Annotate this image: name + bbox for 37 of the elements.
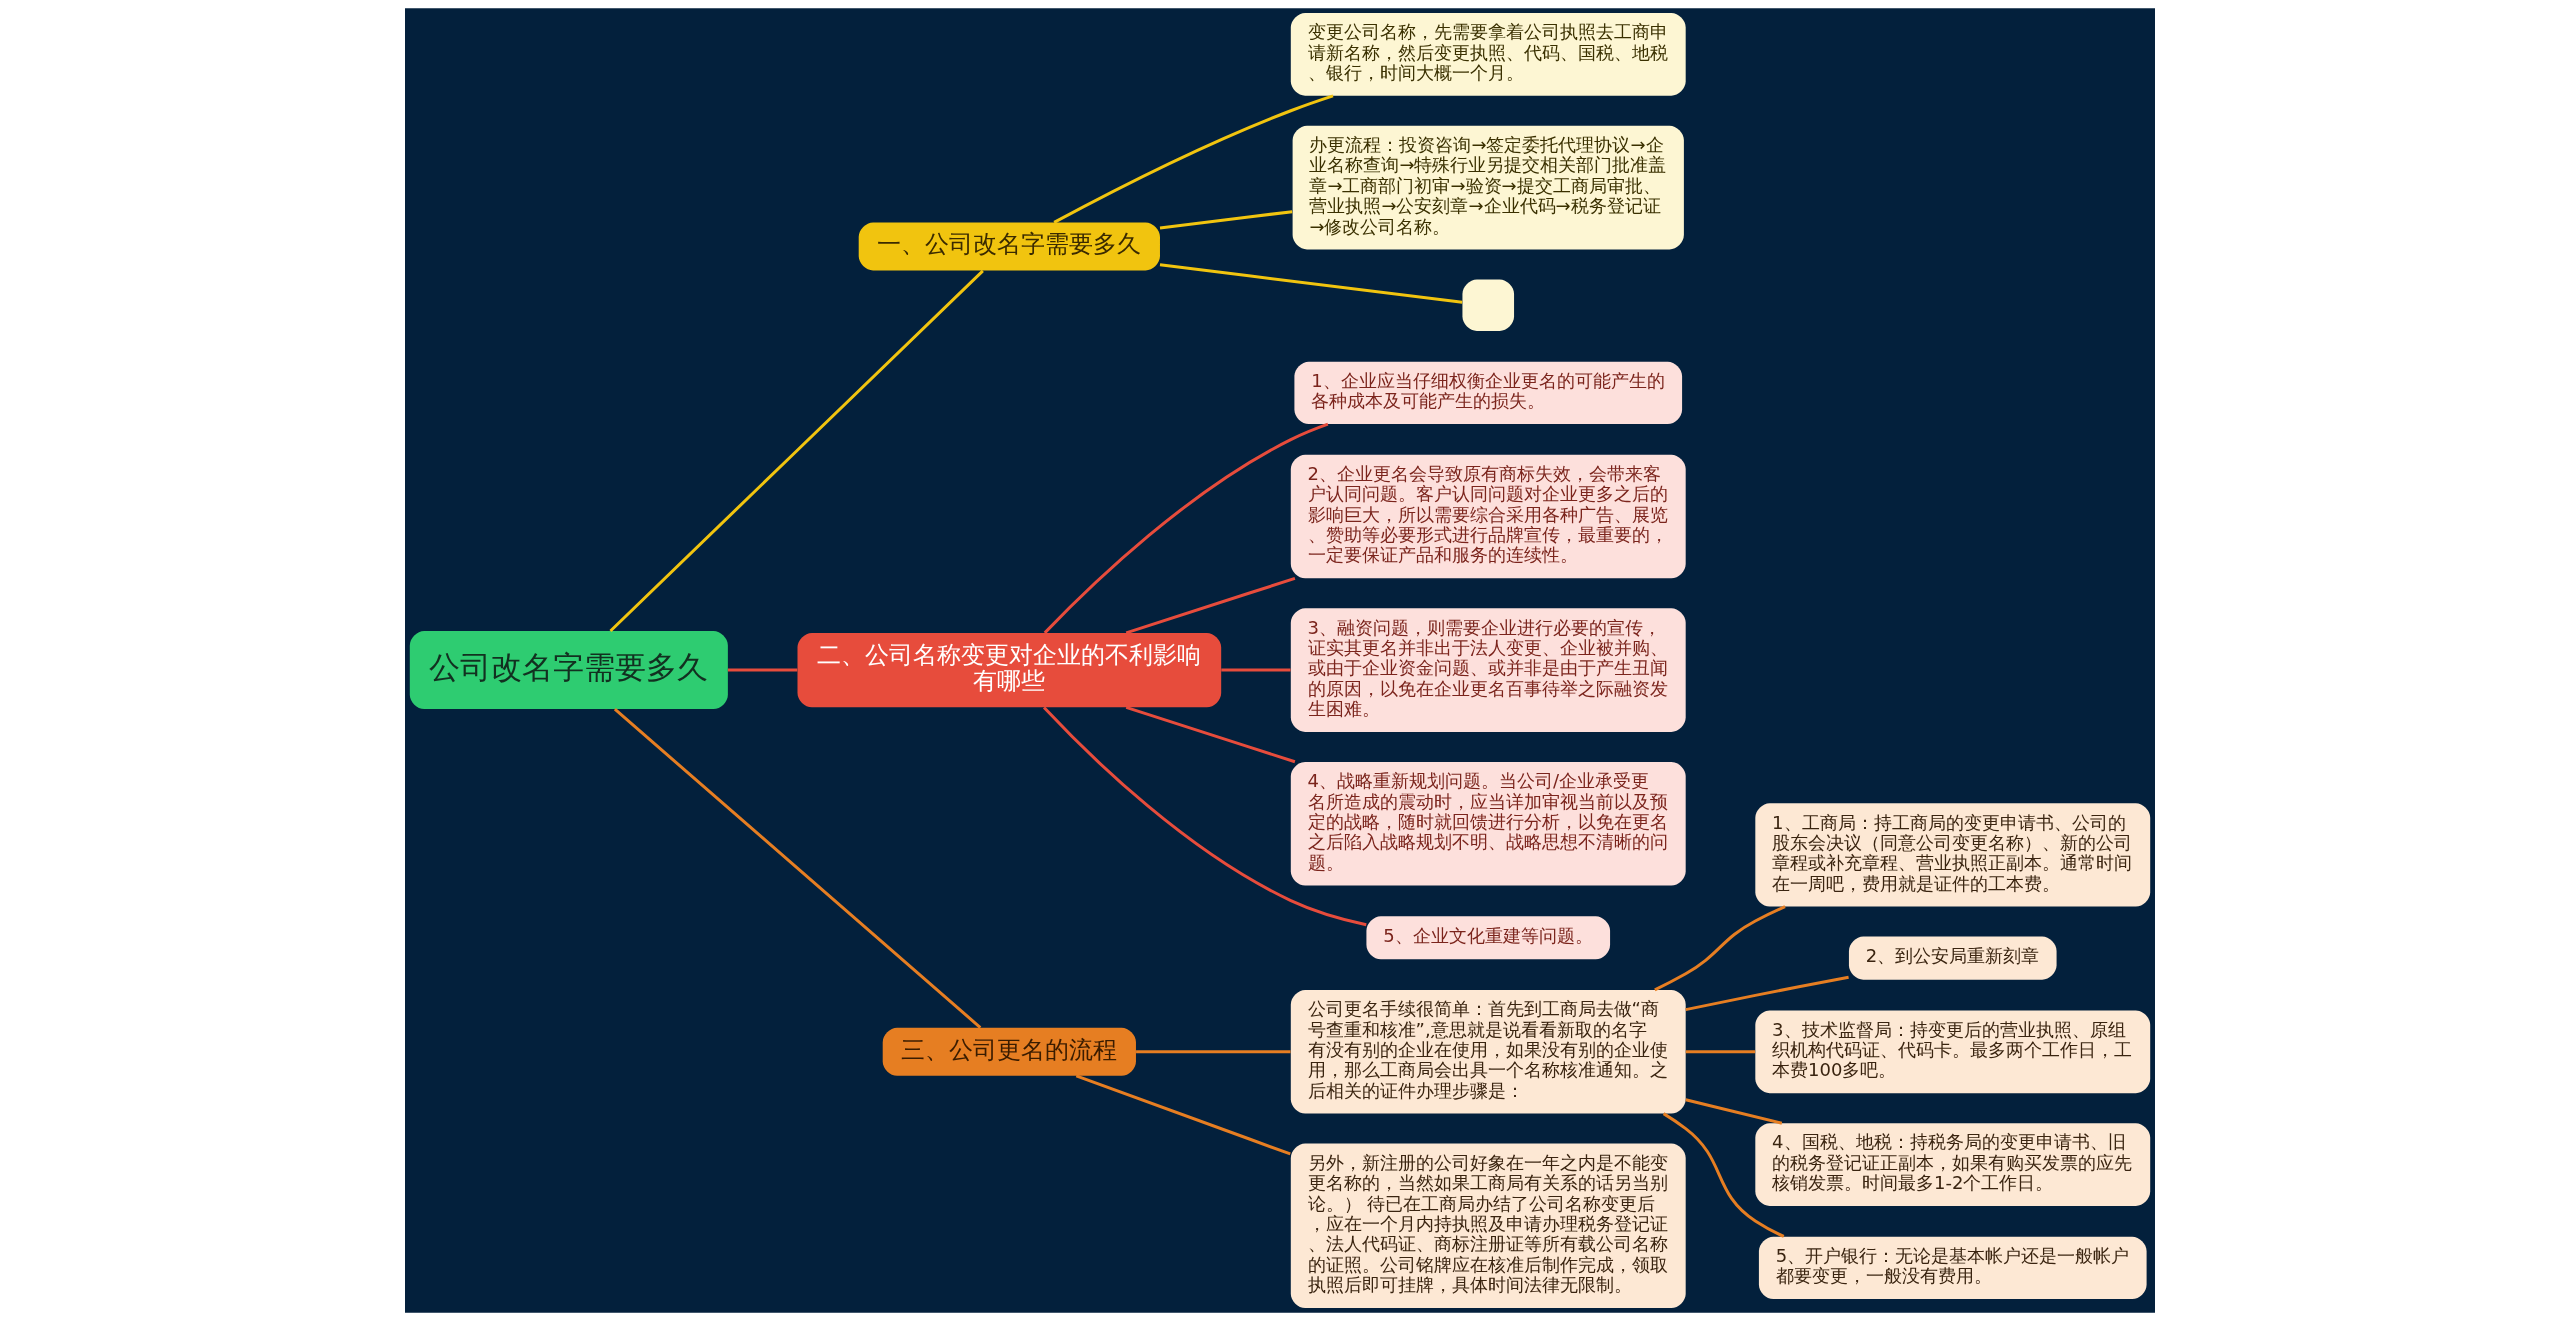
node-box: 5、企业文化重建等问题。 xyxy=(1366,916,1611,960)
connector xyxy=(1043,422,1329,634)
node-box: 二、公司名称变更对企业的不利影响有哪些 xyxy=(797,632,1222,708)
node-box: 公司更名手续很简单：首先到工商局去做“商号查重和核准”,意思就是说看看新取的名字有没有别的企业在使用，如果没有别的企业使用，那么工商局会出具一个名称核准通知。之后相关的证件办理步骤是： xyxy=(1290,990,1686,1114)
node-box: 3、融资问题，则需要企业进行必要的宣传，证实其更名并非出于法人变更、企业被并购、或由于企业资金问题、或并非是由于产生丑闻的原因，以免在企业更名百事待举之际融资发生困难。 xyxy=(1290,608,1686,732)
node-box: 另外，新注册的公司好象在一年之内是不能变更名称的，当然如果工商局有关系的话另当别论。） 待已在工商局办结了公司名称变更后，应在一个月内持执照及申请办理税务登记证、法人代码证、商标注册证等所有载公司名称的证照。公司铭牌应在核准后制作完成，领取执照后即可挂牌，具体时间法律无限制。 xyxy=(1290,1143,1686,1309)
connector xyxy=(1685,975,1849,1012)
node-box: 3、技术监督局：持变更后的营业执照、原组织机构代码证、代码卡。最多两个工作日，工本费100多吧。 xyxy=(1755,1010,2151,1094)
node-box: 一、公司改名字需要多久 xyxy=(858,222,1160,271)
connector xyxy=(1662,1112,1785,1238)
node-box: 公司改名字需要多久 xyxy=(409,631,728,710)
connector xyxy=(1053,94,1334,224)
node-box: 1、企业应当仔细权衡企业更名的可能产生的各种成本及可能产生的损失。 xyxy=(1294,361,1683,425)
node-box: 变更公司名称，先需要拿着公司执照去工商申请新名称，然后变更执照、代码、国税、地税、银行，时间大概一个月。 xyxy=(1290,12,1686,96)
connector xyxy=(1136,1050,1291,1054)
node-box: 4、战略重新规划问题。当公司/企业承受更名所造成的震动时，应当详加审视当前以及预定的战略，随时就回馈进行分析，以免在更名之后陷入战略规划不明、战略思想不清晰的问题。 xyxy=(1290,761,1686,886)
connector xyxy=(1159,210,1293,230)
connector xyxy=(1125,577,1296,635)
node-box: 5、开户银行：无论是基本帐户还是一般帐户都要变更，一般没有费用。 xyxy=(1758,1236,2147,1300)
node-box: 2、企业更名会导致原有商标失效，会带来客户认同问题。客户认同问题对企业更多之后的影响巨大，所以需要综合采用各种广告、展览、赞助等必要形式进行品牌宣传，最重要的，一定要保证产品和服务的连续性。 xyxy=(1290,454,1686,579)
connector xyxy=(1221,668,1291,672)
node-box xyxy=(1462,279,1515,331)
connector xyxy=(1125,705,1296,764)
connector xyxy=(1685,1098,1783,1125)
connector xyxy=(613,708,982,1029)
node-box: 4、国税、地税：持税务局的变更申请书、旧的税务登记证正副本，如果有购买发票的应先核销发票。时间最多1-2个工作日。 xyxy=(1755,1123,2151,1206)
connector xyxy=(1685,1050,1756,1054)
connector xyxy=(1075,1074,1291,1156)
connector xyxy=(727,668,798,672)
node-box: 1、工商局：持工商局的变更申请书、公司的股东会决议（同意公司变更名称）、新的公司章程或补充章程、营业执照正副本。通常时间在一周吧，费用就是证件的工本费。 xyxy=(1755,803,2151,907)
node-box: 2、到公安局重新刻章 xyxy=(1848,936,2057,980)
connector xyxy=(1159,263,1463,304)
connector xyxy=(1654,905,1786,992)
node-box: 办更流程：投资咨询→签定委托代理协议→企业名称查询→特殊行业另提交相关部门批准盖章→工商部门初审→验资→提交工商局审批、营业执照→公安刻章→企业代码→税务登记证→修改公司名称。 xyxy=(1292,125,1684,250)
connector xyxy=(609,269,984,633)
node-box: 三、公司更名的流程 xyxy=(882,1027,1136,1076)
connector xyxy=(1042,706,1367,927)
